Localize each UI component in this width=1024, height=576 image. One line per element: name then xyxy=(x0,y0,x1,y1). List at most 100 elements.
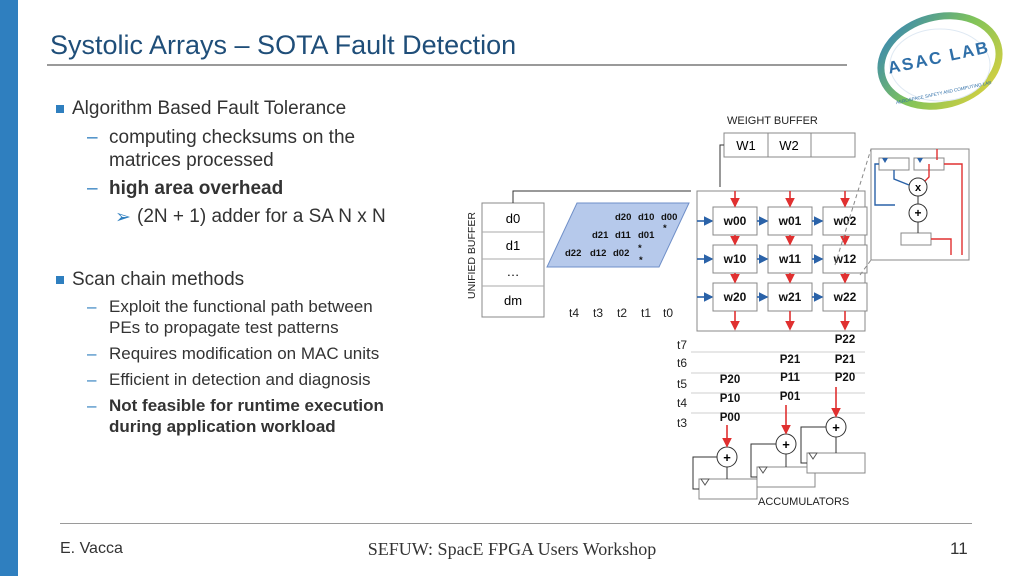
mac-wire-red xyxy=(931,238,952,255)
output-time-t3: t3 xyxy=(677,416,687,430)
zoom-line xyxy=(834,148,872,266)
slide-title: Systolic Arrays – SOTA Fault Detection xyxy=(50,30,517,60)
input-time-t4: t4 xyxy=(569,306,579,320)
sub-bullet-text: matrices processed xyxy=(109,150,274,171)
pe-cell xyxy=(767,206,813,236)
skew-d10: d10 xyxy=(638,212,654,223)
output-time-t7: t7 xyxy=(677,338,687,352)
input-time-t0: t0 xyxy=(663,306,673,320)
buffer-top-feed xyxy=(512,190,691,203)
skew-d01: d01 xyxy=(638,230,655,241)
output-p20: P20 xyxy=(720,374,740,386)
title-divider xyxy=(47,64,847,66)
dash-icon: – xyxy=(87,178,98,199)
dash-icon: – xyxy=(87,297,97,316)
skew-d21: d21 xyxy=(592,230,609,241)
left-accent-bar xyxy=(0,0,18,576)
zoom-line xyxy=(859,259,872,276)
pe-w11: w11 xyxy=(778,252,801,266)
bullet-marker xyxy=(56,276,64,284)
dash-icon: – xyxy=(87,127,98,148)
skew-d12: d12 xyxy=(590,248,606,259)
accumulator-register xyxy=(806,452,866,474)
sub-bullet-text: high area overhead xyxy=(109,178,284,199)
input-time-t3: t3 xyxy=(593,306,603,320)
register-clock-icon xyxy=(808,452,818,460)
adder-symbol: + xyxy=(914,206,921,220)
mac-wire-red xyxy=(924,164,930,182)
sub-sub-bullet-text: (2N + 1) adder for a SA N x N xyxy=(137,206,386,227)
asac-lab-logo: ASAC LAB AEROSPACE SAFETY AND COMPUTING … xyxy=(877,12,1003,110)
accumulator-feedback xyxy=(750,443,776,478)
input-time-t1: t1 xyxy=(641,306,651,320)
skew-star: * xyxy=(639,255,643,266)
footer-author: E. Vacca xyxy=(60,540,123,557)
weight-buffer-label: WEIGHT BUFFER xyxy=(727,115,818,127)
output-time-t5: t5 xyxy=(677,377,687,391)
output-p21-b: P21 xyxy=(835,354,856,366)
weight-feed-line xyxy=(719,144,724,187)
pe-w00: w00 xyxy=(723,214,747,228)
adder-plus: + xyxy=(782,437,790,452)
sub-bullet-text: PEs to propagate test patterns xyxy=(109,318,339,337)
sub-bullet-text: Exploit the functional path between xyxy=(109,297,373,316)
page-number: 11 xyxy=(950,539,968,558)
data-skew-region xyxy=(546,202,690,268)
accumulator-feedback xyxy=(800,426,826,464)
skew-star: * xyxy=(663,223,667,234)
sub-bullet-text: Efficient in detection and diagnosis xyxy=(109,370,371,389)
register-clock-icon xyxy=(700,478,710,486)
adder-plus: + xyxy=(832,420,840,435)
output-p22: P22 xyxy=(835,334,855,346)
pe-w02: w02 xyxy=(833,214,857,228)
register-clock-icon xyxy=(758,466,768,474)
register-triangle-icon xyxy=(882,158,888,163)
footer-event: SEFUW: SpacE FPGA Users Workshop xyxy=(367,539,657,559)
skew-d02: d02 xyxy=(613,248,629,259)
skew-star: * xyxy=(638,243,642,254)
skew-d11: d11 xyxy=(615,230,632,241)
skew-d20: d20 xyxy=(615,212,631,223)
input-time-t2: t2 xyxy=(617,306,627,320)
mac-wire-red xyxy=(944,163,963,255)
dash-icon: – xyxy=(87,396,97,415)
accumulator-register xyxy=(698,478,758,500)
output-time-t4: t4 xyxy=(677,396,687,410)
bullet-marker xyxy=(56,105,64,113)
mac-register xyxy=(900,232,932,246)
arrow-bullet-icon: ➢ xyxy=(115,207,131,228)
multiplier-symbol: x xyxy=(915,182,922,194)
weight-buffer-cell xyxy=(767,132,812,158)
bullet-text: Scan chain methods xyxy=(72,269,245,290)
systolic-array-diagram: WEIGHT BUFFER W1 W2 UNIFIED BUFFER d0 d1… xyxy=(466,115,970,508)
sub-bullet-text: during application workload xyxy=(109,417,336,436)
pe-w20: w20 xyxy=(723,290,747,304)
unified-buffer-box xyxy=(481,202,545,318)
buffer-d1: d1 xyxy=(506,238,520,253)
buffer-dm: dm xyxy=(504,293,522,308)
buffer-ellipsis: … xyxy=(507,264,520,279)
pe-w12: w12 xyxy=(833,252,857,266)
output-p01: P01 xyxy=(780,391,801,403)
bullet-text: Algorithm Based Fault Tolerance xyxy=(72,98,347,119)
output-time-t6: t6 xyxy=(677,356,687,370)
accumulator-register xyxy=(756,466,816,488)
pe-w10: w10 xyxy=(723,252,747,266)
weight-w1: W1 xyxy=(736,138,756,153)
buffer-d0: d0 xyxy=(506,211,520,226)
pe-w22: w22 xyxy=(833,290,857,304)
dash-icon: – xyxy=(87,344,97,363)
footer-divider xyxy=(60,523,972,524)
mac-wire-blue xyxy=(874,163,895,206)
pe-w21: w21 xyxy=(778,290,802,304)
weight-buffer-cell xyxy=(810,132,856,158)
weight-w2: W2 xyxy=(779,138,799,153)
output-p10: P10 xyxy=(720,393,740,405)
accumulator-feedback xyxy=(692,456,717,490)
output-p20-b: P20 xyxy=(835,372,855,384)
sub-bullet-text: computing checksums on the xyxy=(109,127,356,148)
skew-d00: d00 xyxy=(661,212,677,223)
accumulators-label: ACCUMULATORS xyxy=(758,496,849,508)
mac-wire-blue xyxy=(893,170,910,186)
pe-w01: w01 xyxy=(778,214,802,228)
